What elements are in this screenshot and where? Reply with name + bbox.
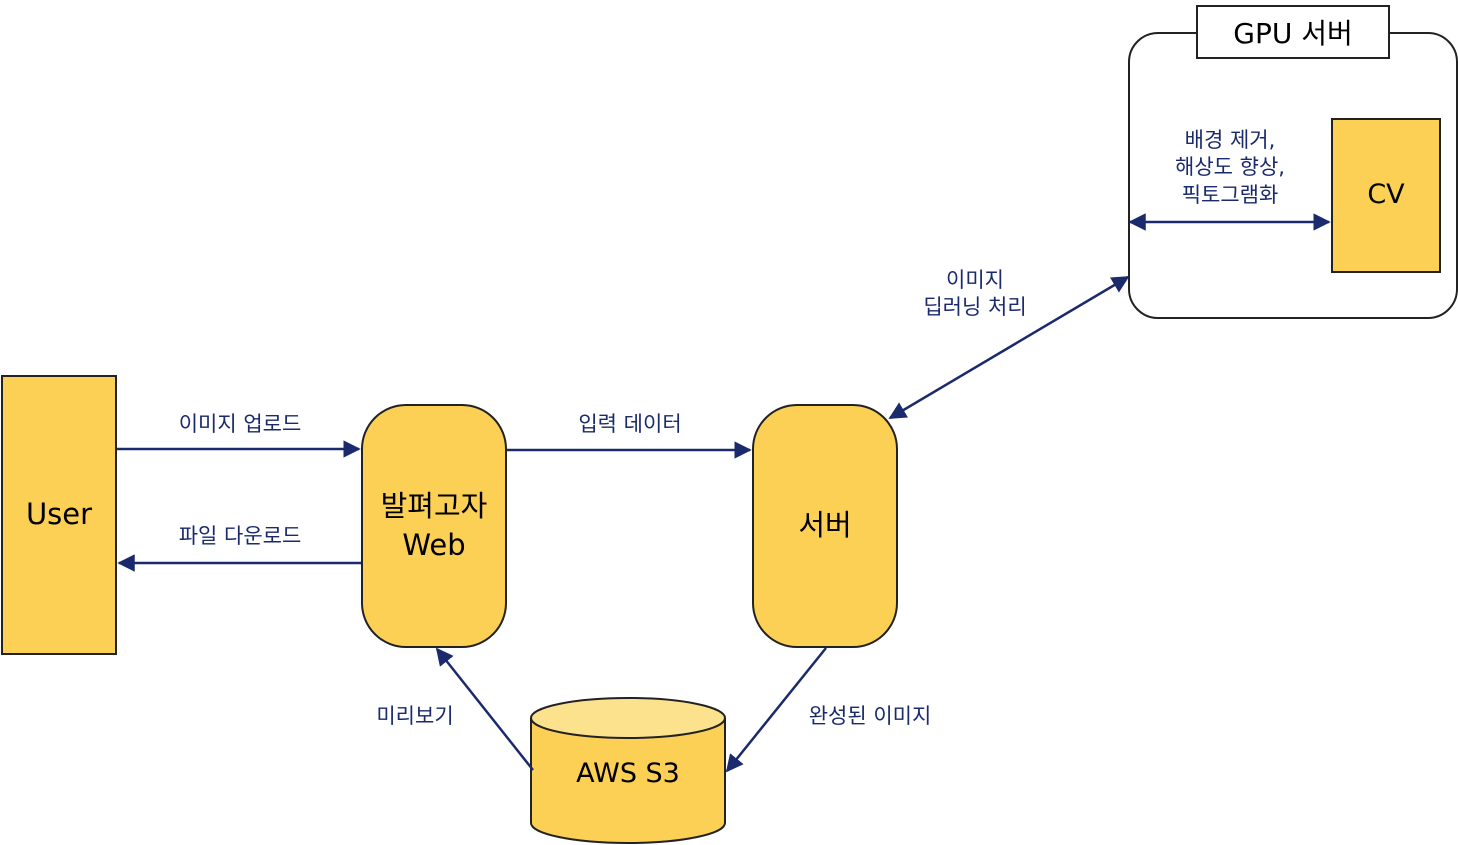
user-node: User bbox=[1, 375, 117, 655]
s3-label: AWS S3 bbox=[576, 758, 680, 789]
cv-node: CV bbox=[1331, 118, 1441, 273]
gpu-server-title: GPU 서버 bbox=[1196, 5, 1390, 59]
edge-label-input-data: 입력 데이터 bbox=[578, 412, 682, 436]
edge-label-deep-learning: 이미지 딥러닝 처리 bbox=[923, 268, 1027, 320]
edge-label-upload: 이미지 업로드 bbox=[178, 412, 302, 436]
edge-deep-learning bbox=[888, 275, 1130, 420]
web-node: 발펴고자 Web bbox=[361, 404, 507, 648]
edge-label-completed: 완성된 이미지 bbox=[808, 704, 932, 728]
edge-preview bbox=[435, 647, 534, 771]
web-label: 발펴고자 Web bbox=[380, 488, 488, 562]
edge-label-preview: 미리보기 bbox=[376, 704, 454, 728]
edge-completed bbox=[725, 647, 827, 773]
edge-label-download: 파일 다운로드 bbox=[178, 524, 302, 548]
server-label: 서버 bbox=[798, 508, 852, 543]
edge-label-cv-tasks: 배경 제거, 해상도 향상, 픽토그램화 bbox=[1175, 128, 1285, 207]
user-label: User bbox=[25, 497, 93, 532]
server-node: 서버 bbox=[752, 404, 898, 648]
cv-label: CV bbox=[1367, 179, 1405, 211]
